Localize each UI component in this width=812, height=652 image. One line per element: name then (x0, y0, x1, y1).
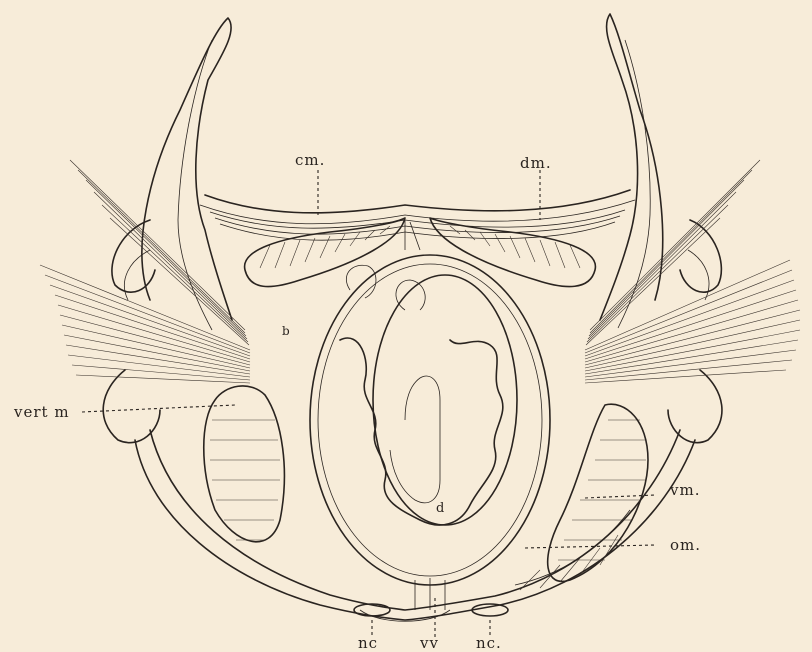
label-om: om. (670, 536, 701, 554)
leader-lines (82, 170, 655, 638)
body-outline (103, 14, 722, 621)
label-cm: cm. (295, 151, 325, 169)
label-nc-left: nc (358, 634, 378, 652)
label-vm: vm. (669, 481, 700, 499)
label-b: b (282, 324, 291, 338)
label-vv: vv (419, 634, 439, 652)
label-vert-m: vert m (13, 403, 70, 421)
median-structures (405, 220, 445, 610)
label-d: d (436, 501, 445, 516)
central-gut (310, 255, 550, 585)
vertical-muscle-left (204, 386, 285, 542)
vertical-muscle-right (548, 404, 648, 581)
label-nc-right: nc. (476, 634, 502, 652)
circular-muscle-band (210, 210, 625, 240)
label-dm: dm. (520, 154, 552, 172)
left-fan-muscles (40, 160, 250, 383)
